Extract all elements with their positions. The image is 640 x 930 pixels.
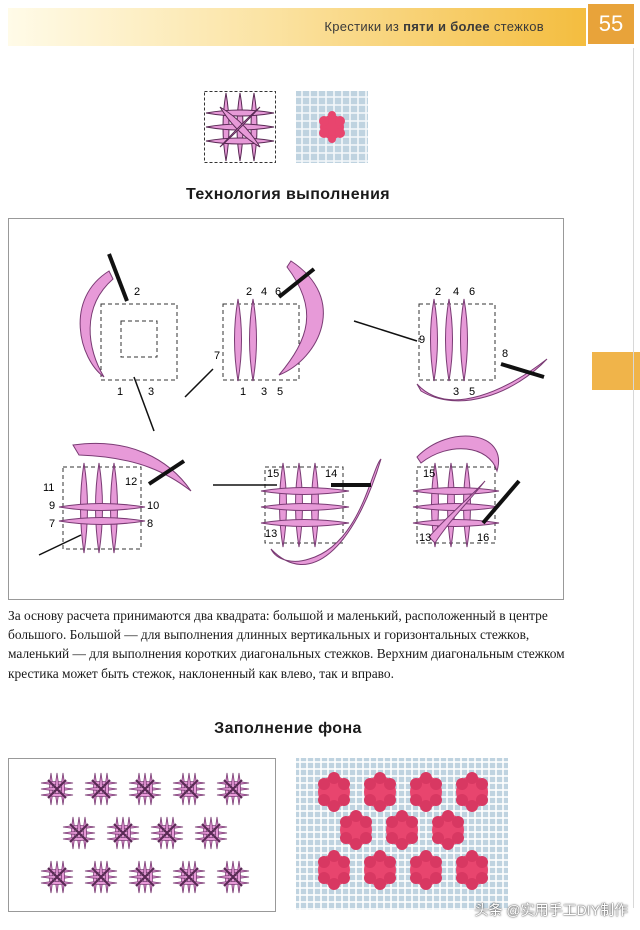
step3-diagram: 2 4 6 9 8 3 5: [353, 286, 548, 402]
embroidered-cross-3: [456, 772, 488, 812]
embroidered-cross-7: [318, 850, 350, 890]
step2-label-3: 3: [261, 386, 267, 398]
embroidered-cross-2: [410, 772, 442, 812]
stitch-motif-0: [40, 772, 74, 806]
background-fill-diagram: [8, 758, 276, 912]
stitch-motif-10: [84, 860, 118, 894]
watermark: 头条 @实用手工DIY制作: [474, 902, 628, 918]
step4-label-11: 11: [43, 482, 54, 494]
stitch-motif-6: [106, 816, 140, 850]
step6-label-16: 16: [477, 532, 489, 544]
step2-label-5: 5: [277, 386, 283, 398]
step3-label-4: 4: [453, 286, 459, 298]
instruction-paragraph: За основу расчета принимаются два квадра…: [8, 608, 565, 681]
sample-embroidery-photo: [296, 91, 368, 163]
step5-diagram: 15 14 13: [213, 458, 382, 565]
background-fill-pattern: [40, 772, 250, 894]
step1-label-2: 2: [134, 286, 140, 298]
stitch-motif-7: [150, 816, 184, 850]
step3-label-8: 8: [502, 348, 508, 360]
header-bar: [8, 8, 586, 46]
page-number: 55: [588, 4, 634, 44]
embroidered-cross-0: [318, 772, 350, 812]
stitch-motif-11: [128, 860, 162, 894]
page-edge-rule: [633, 48, 634, 908]
step2-label-6: 6: [275, 286, 281, 298]
step6-label-13: 13: [419, 532, 431, 544]
stitch-motif-12: [172, 860, 206, 894]
background-fill-photo: [296, 758, 508, 910]
step1-label-3: 3: [148, 386, 154, 398]
step6-label-15: 15: [423, 468, 435, 480]
embroidered-cross-5: [386, 810, 418, 850]
sample-stitch-diagram: [204, 91, 276, 163]
embroidered-cross-9: [410, 850, 442, 890]
step2-label-4: 4: [261, 286, 267, 298]
background-fill-heading: Заполнение фона: [214, 720, 362, 737]
technique-diagram: 2 1 3 2 4 6 7 1 3 5: [8, 218, 564, 600]
step5-label-14: 14: [325, 468, 337, 480]
step2-diagram: 2 4 6 7 1 3 5: [184, 260, 324, 398]
technique-heading: Технология выполнения: [185, 186, 391, 203]
embroidered-cross-8: [364, 850, 396, 890]
stitch-motif-2: [128, 772, 162, 806]
step4-label-9: 9: [49, 500, 55, 512]
stitch-motif-8: [194, 816, 228, 850]
chapter-title: Крестики из пяти и более стежков: [324, 19, 544, 34]
step1-diagram: 2 1 3: [79, 253, 178, 432]
stitch-motif-9: [40, 860, 74, 894]
step6-diagram: 15 13 16: [412, 435, 521, 548]
stitch-motif-1: [84, 772, 118, 806]
step3-label-3: 3: [453, 386, 459, 398]
step3-label-5: 5: [469, 386, 475, 398]
step4-label-7: 7: [49, 518, 55, 530]
stitch-motif-4: [216, 772, 250, 806]
step1-label-1: 1: [117, 386, 123, 398]
embroidered-cross-4: [340, 810, 372, 850]
embroidered-cross-10: [456, 850, 488, 890]
step3-label-9: 9: [419, 334, 425, 346]
step2-label-7: 7: [214, 350, 220, 362]
background-fill-embroidery: [296, 758, 508, 910]
stitch-motif-3: [172, 772, 206, 806]
step4-label-12: 12: [125, 476, 137, 488]
embroidered-cross-1: [364, 772, 396, 812]
step4-label-10: 10: [147, 500, 159, 512]
step2-label-1: 1: [240, 386, 246, 398]
step5-label-15: 15: [267, 468, 279, 480]
step4-label-8: 8: [147, 518, 153, 530]
step3-label-6: 6: [469, 286, 475, 298]
technique-steps-svg: 2 1 3 2 4 6 7 1 3 5: [38, 253, 548, 565]
step4-diagram: 11 9 7 12 10 8: [38, 442, 192, 556]
step5-label-13: 13: [265, 528, 277, 540]
step2-label-2: 2: [246, 286, 252, 298]
stitch-motif-13: [216, 860, 250, 894]
step3-label-2: 2: [435, 286, 441, 298]
side-tab-marker: [592, 352, 640, 390]
embroidered-cross-6: [432, 810, 464, 850]
stitch-motif-5: [62, 816, 96, 850]
